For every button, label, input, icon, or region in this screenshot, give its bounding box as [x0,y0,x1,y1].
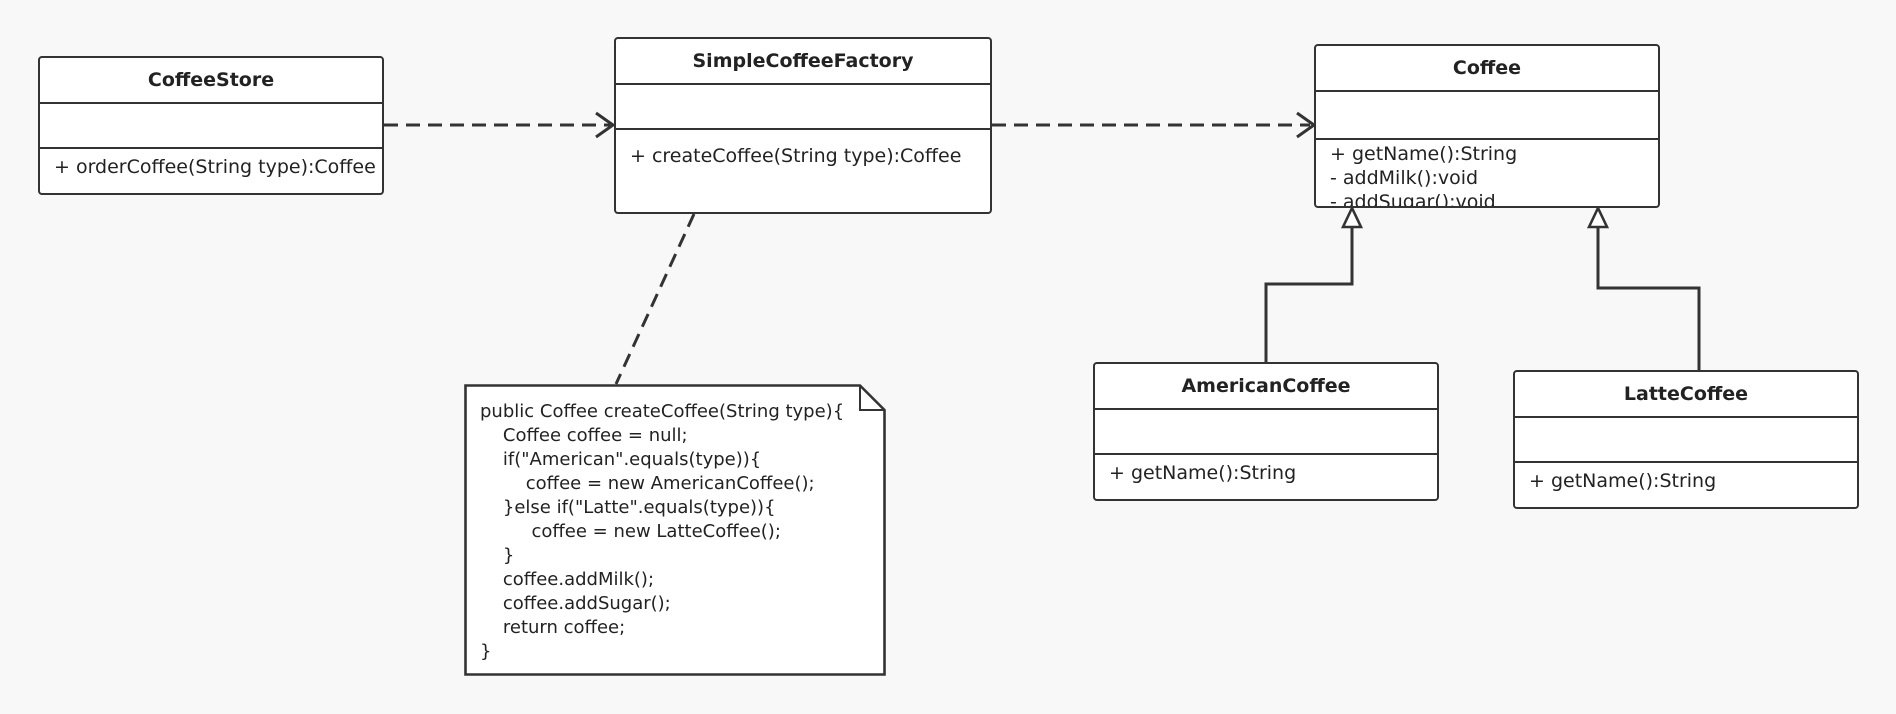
operations-compartment: + orderCoffee(String type):Coffee [40,149,382,179]
operation: + getName():String [1330,143,1518,165]
operation: - addSugar():void [1330,191,1496,208]
class-name: Coffee [1316,46,1658,92]
attributes-compartment [1316,92,1658,140]
attributes-compartment [616,85,990,130]
code-note[interactable]: public Coffee createCoffee(String type){… [464,384,886,676]
generalization-latte-to-coffee [1586,204,1701,370]
operation: + getName():String [1109,462,1297,484]
operations-compartment: + getName():String [1095,455,1437,485]
attributes-compartment [1095,410,1437,455]
note-line: } [480,545,515,566]
note-line: Coffee coffee = null; [480,425,688,446]
operations-compartment: + getName():String [1515,463,1857,493]
operation: - addMilk():void [1330,167,1479,189]
operations-compartment: + createCoffee(String type):Coffee [616,130,990,168]
class-name: SimpleCoffeeFactory [616,39,990,85]
attributes-compartment [1515,418,1857,463]
class-simple-coffee-factory[interactable]: SimpleCoffeeFactory + createCoffee(Strin… [614,37,992,214]
class-name: LatteCoffee [1515,372,1857,418]
note-line: }else if("Latte".equals(type)){ [480,497,776,518]
class-name: CoffeeStore [40,58,382,104]
note-line: if("American".equals(type)){ [480,449,762,470]
note-anchor-line [614,213,696,385]
dependency-factory-to-coffee [992,111,1317,139]
class-american-coffee[interactable]: AmericanCoffee + getName():String [1093,362,1439,501]
class-coffee-store[interactable]: CoffeeStore + orderCoffee(String type):C… [38,56,384,195]
note-line: public Coffee createCoffee(String type){ [480,401,845,422]
note-shape [464,384,886,676]
note-line: return coffee; [480,617,626,638]
note-line: coffee.addSugar(); [480,593,671,614]
note-line: } [480,641,492,662]
operation: + getName():String [1529,470,1717,492]
class-name: AmericanCoffee [1095,364,1437,410]
attributes-compartment [40,104,382,149]
class-latte-coffee[interactable]: LatteCoffee + getName():String [1513,370,1859,509]
operation: + createCoffee(String type):Coffee [630,145,962,167]
note-code-text: public Coffee createCoffee(String type){… [480,400,844,664]
note-line: coffee = new LatteCoffee(); [480,521,781,542]
dependency-store-to-factory [384,111,616,139]
note-line: coffee.addMilk(); [480,569,655,590]
class-coffee[interactable]: Coffee + getName():String - addMilk():vo… [1314,44,1660,208]
operations-compartment: + getName():String - addMilk():void - ad… [1316,140,1658,208]
operation: + orderCoffee(String type):Coffee [54,156,376,178]
generalization-american-to-coffee [1264,204,1364,362]
note-line: coffee = new AmericanCoffee(); [480,473,815,494]
